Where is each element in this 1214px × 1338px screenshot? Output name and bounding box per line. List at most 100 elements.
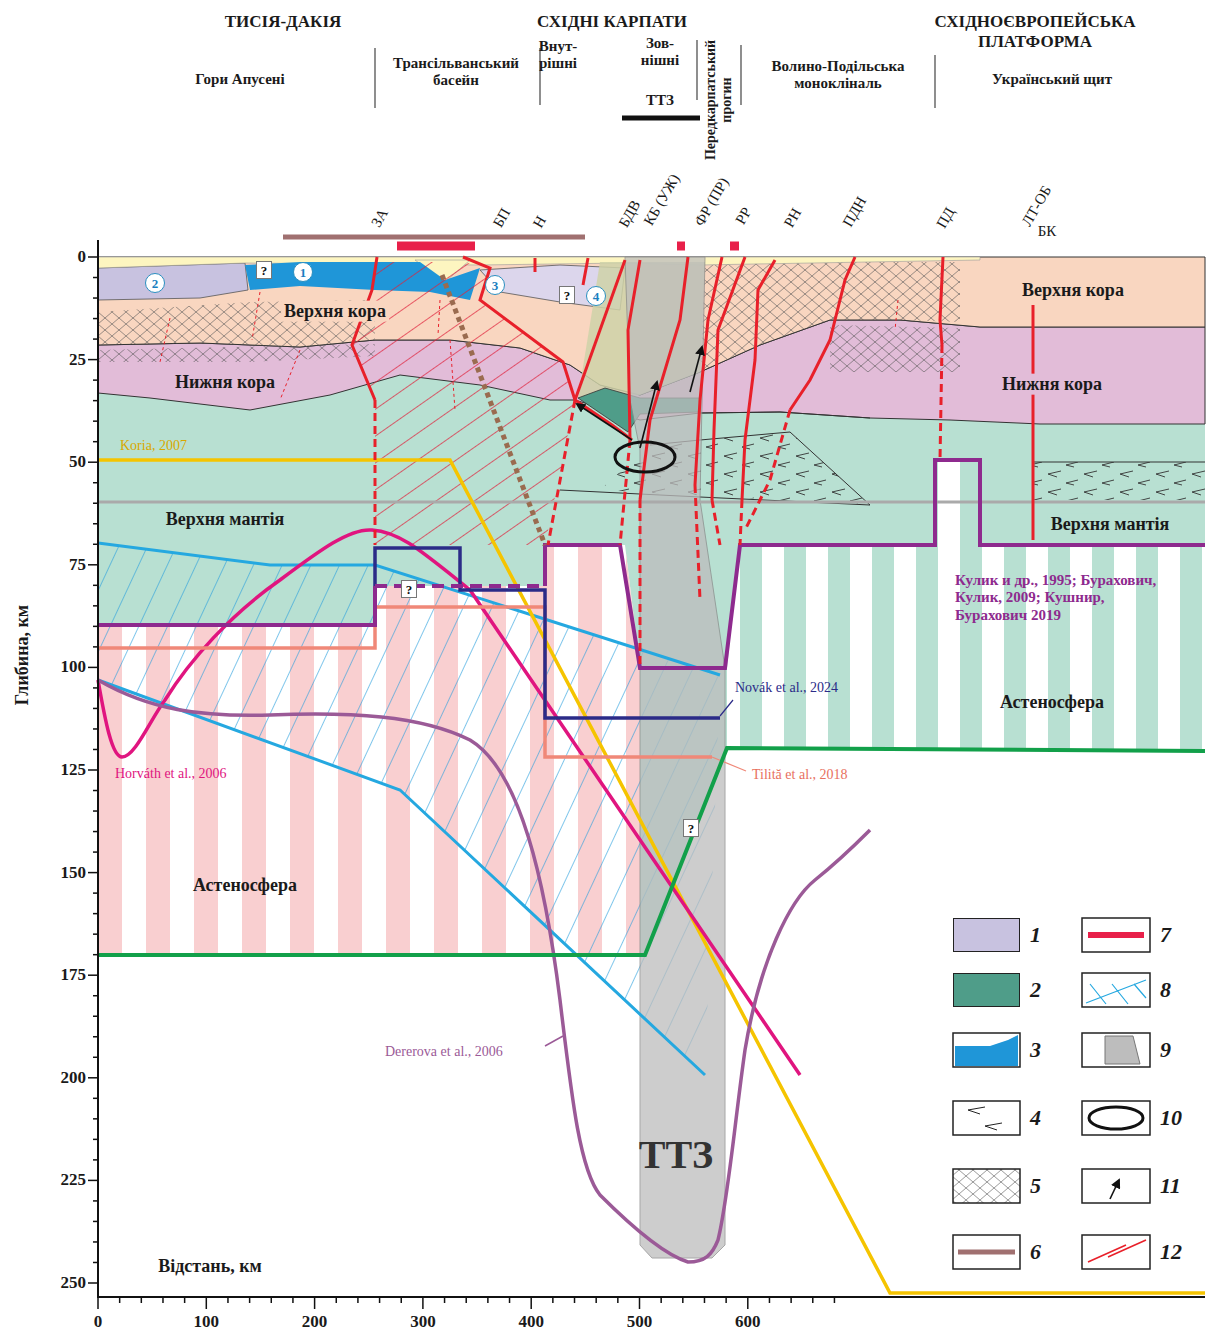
question-box: ?: [559, 286, 575, 304]
fault-lines-part: [712, 257, 745, 500]
legend-swatches-part: [1110, 1180, 1119, 1199]
anomaly-symbols-part: [640, 382, 657, 448]
model-lines-part: [98, 680, 870, 1262]
tick: [357, 1297, 359, 1303]
legend-swatches-part: [1089, 1107, 1143, 1129]
callout-number: 4: [593, 290, 600, 303]
legend-swatches-part: [1082, 1101, 1150, 1135]
fault-code: ФР (ПР): [691, 175, 732, 230]
model-lines-part: [98, 680, 705, 1075]
legend-swatches-part: [953, 1033, 1020, 1067]
fault-lines-part: [742, 260, 775, 500]
tick: [682, 1297, 684, 1303]
tick-label: 100: [61, 658, 87, 678]
tick: [88, 359, 98, 361]
model-lines-part: [98, 530, 800, 1075]
tick: [422, 1297, 424, 1309]
anomaly-symbols-part: [690, 347, 702, 392]
tick: [93, 441, 98, 443]
tick: [249, 1297, 251, 1303]
tick: [93, 523, 98, 525]
model-lines-part: [98, 543, 720, 675]
fault-code: ЗА: [368, 206, 392, 231]
unit-name: Гори Апусені: [195, 71, 284, 88]
layer-name: Нижня кора: [172, 372, 278, 393]
crosshatch-zone-part: [98, 344, 375, 362]
tick: [93, 1139, 98, 1141]
fault-lines-part: [790, 257, 855, 410]
profile-bars-part: [283, 235, 585, 240]
tick: [530, 1297, 532, 1309]
model-lines-part: [545, 460, 1205, 668]
fault-code: ПД: [933, 205, 958, 232]
tick: [93, 1241, 98, 1243]
profile-bars-part: [677, 242, 685, 251]
tick: [88, 461, 98, 463]
tick: [93, 810, 98, 812]
tick: [93, 1221, 98, 1223]
tick: [93, 420, 98, 422]
layer-name: Верхня мантія: [163, 509, 288, 530]
unit-name: ТТЗ: [646, 92, 674, 109]
legend-number: 6: [1030, 1239, 1041, 1264]
profile-bars-part: [622, 116, 700, 121]
tick-label: 0: [78, 247, 87, 267]
tick: [93, 1262, 98, 1264]
fault-lines-part: [548, 400, 575, 545]
tick: [88, 769, 98, 771]
tick: [93, 1200, 98, 1202]
legend-swatches-part: [958, 1250, 1015, 1255]
tick: [88, 974, 98, 976]
fault-code: Н: [530, 213, 550, 231]
tick: [88, 1077, 98, 1079]
model-lines-part: [98, 748, 1205, 955]
tick: [93, 626, 98, 628]
tick-label: 225: [61, 1171, 87, 1191]
model-source: Tilită et al., 2018: [752, 767, 848, 783]
tick: [93, 379, 98, 381]
header-dividers-part: [934, 55, 935, 108]
crosshatch-zone-part: [700, 262, 960, 372]
region-heading: СХІДНІ КАРПАТИ: [537, 12, 687, 32]
legend-swatches-part: [1082, 918, 1150, 952]
shear-zone-part: [1033, 462, 1205, 500]
legend-swatches-part: [953, 1169, 1020, 1203]
tick: [206, 1297, 208, 1309]
tick: [574, 1297, 576, 1303]
tick: [93, 1118, 98, 1120]
tick: [88, 564, 98, 566]
question-box: ?: [683, 819, 699, 837]
tick: [93, 646, 98, 648]
legend-swatches-part: [1088, 932, 1144, 938]
legend-swatches: [953, 918, 1150, 1269]
anomaly-symbols: [577, 347, 702, 472]
header-dividers-part: [696, 40, 697, 100]
tick: [93, 1036, 98, 1038]
question-mark: ?: [564, 289, 571, 302]
unit-name: Трансільванський басейн: [389, 55, 524, 90]
brown-dotted-line: [442, 275, 545, 545]
tick: [93, 831, 98, 833]
tick-label: 200: [61, 1068, 87, 1088]
legend-swatches-part: [953, 1235, 1020, 1269]
legend-swatches-part: [953, 1101, 1020, 1135]
tick: [93, 851, 98, 853]
fault-lines-part: [640, 257, 688, 500]
model-lines-part: [98, 607, 712, 757]
tick-label: 400: [518, 1312, 544, 1332]
fault-lines-part: [940, 257, 943, 345]
tick: [812, 1297, 814, 1303]
profile-bars: [283, 118, 739, 246]
tick-label: 150: [61, 863, 87, 883]
sediment: [98, 257, 980, 282]
fault-lines-part: [695, 257, 722, 485]
tick-label: 50: [69, 452, 86, 472]
fault-lines-part: [639, 500, 642, 668]
fault-code: БП: [490, 205, 515, 230]
model-lines-part: [98, 586, 375, 625]
tick: [93, 933, 98, 935]
legend-number: 3: [1030, 1037, 1041, 1062]
tick: [93, 995, 98, 997]
legend-swatches-part: [1105, 1036, 1140, 1064]
fault-lines-part: [463, 257, 632, 440]
